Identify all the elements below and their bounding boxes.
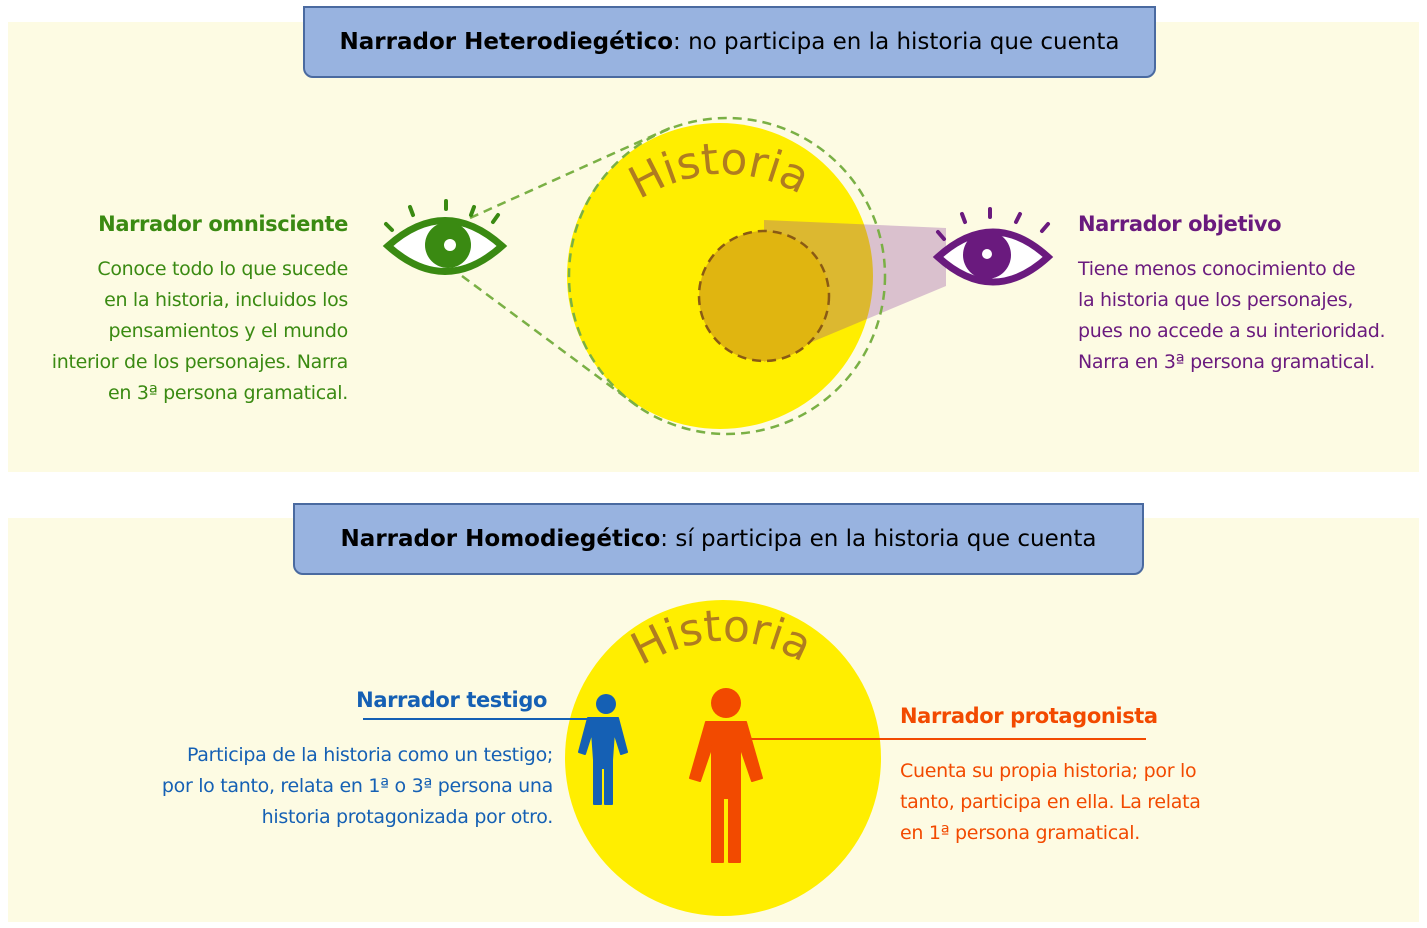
eye-icon-omnisciente bbox=[382, 199, 508, 275]
eye-icon-objetivo bbox=[932, 207, 1054, 286]
omnisciente-vision-line-top bbox=[469, 126, 671, 220]
testigo-description: Participa de la historia como un testigo… bbox=[162, 740, 553, 833]
heterodiegetic-banner: Narrador Heterodiegético: no participa e… bbox=[303, 6, 1156, 78]
heterodiegetic-banner-bold: Narrador Heterodiegético bbox=[339, 29, 674, 55]
objetivo-line: Narra en 3ª persona gramatical. bbox=[1078, 351, 1375, 373]
objetivo-description: Tiene menos conocimiento de la historia … bbox=[1078, 254, 1386, 378]
omnisciente-line: en la historia, incluidos los bbox=[104, 289, 348, 311]
protagonista-line: tanto, participa en ella. La relata bbox=[900, 791, 1201, 813]
testigo-title: Narrador testigo bbox=[356, 688, 547, 712]
omnisciente-vision-line-bottom bbox=[461, 274, 641, 410]
heterodiegetic-banner-text: : no participa en la historia que cuenta bbox=[673, 29, 1120, 55]
protagonista-description: Cuenta su propia historia; por lo tanto,… bbox=[900, 756, 1201, 849]
person-icon-testigo bbox=[578, 694, 628, 805]
omnisciente-description: Conoce todo lo que sucede en la historia… bbox=[51, 254, 349, 409]
homodiegetic-banner-text: : sí participa en la historia que cuenta bbox=[660, 526, 1097, 552]
testigo-line: Participa de la historia como un testigo… bbox=[187, 744, 553, 766]
objetivo-line: la historia que los personajes, bbox=[1078, 289, 1354, 311]
objetivo-line: pues no accede a su interioridad. bbox=[1078, 320, 1386, 342]
protagonista-line: en 1ª persona gramatical. bbox=[900, 822, 1140, 844]
homodiegetic-banner: Narrador Homodiegético: sí participa en … bbox=[293, 503, 1144, 575]
testigo-line: por lo tanto, relata en 1ª o 3ª persona … bbox=[161, 775, 553, 797]
protagonista-title: Narrador protagonista bbox=[900, 704, 1158, 728]
testigo-line: historia protagonizada por otro. bbox=[261, 806, 554, 828]
objetivo-line: Tiene menos conocimiento de bbox=[1078, 258, 1356, 280]
omnisciente-line: en 3ª persona gramatical. bbox=[108, 382, 348, 404]
omnisciente-line: pensamientos y el mundo bbox=[108, 320, 348, 342]
omnisciente-title: Narrador omnisciente bbox=[98, 212, 348, 236]
omnisciente-line: interior de los personajes. Narra bbox=[51, 351, 349, 373]
omnisciente-line: Conoce todo lo que sucede bbox=[97, 258, 348, 280]
protagonista-line: Cuenta su propia historia; por lo bbox=[900, 760, 1197, 782]
outer-dashed-circle bbox=[567, 116, 887, 436]
person-icon-protagonista bbox=[689, 688, 763, 863]
homodiegetic-banner-bold: Narrador Homodiegético bbox=[340, 526, 661, 552]
objetivo-title: Narrador objetivo bbox=[1078, 212, 1282, 236]
inner-dashed-circle bbox=[697, 229, 831, 363]
